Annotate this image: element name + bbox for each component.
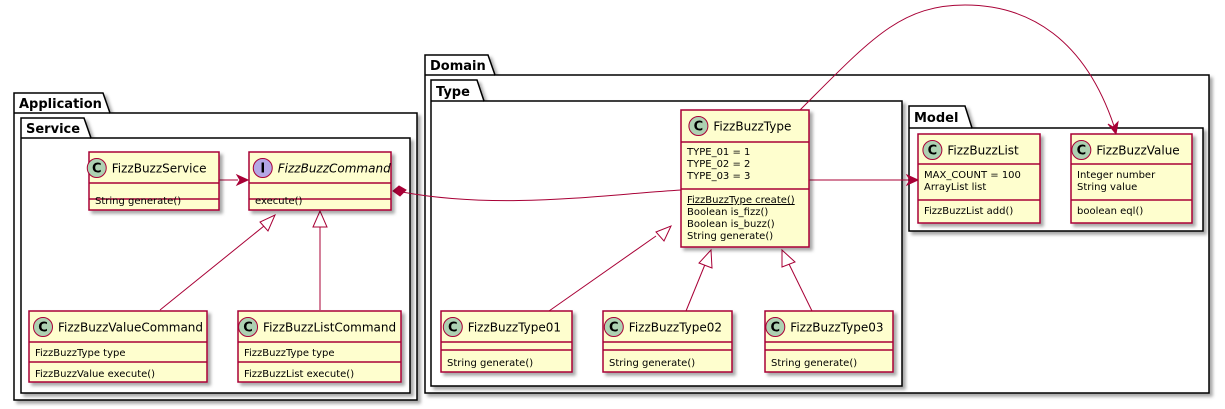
class-icon [603,317,624,337]
class-icon [442,317,463,337]
class-icon [922,140,943,160]
class-method: String generate() [609,358,695,369]
class-field: String value [1077,182,1137,193]
class-name: FizzBuzzType02 [629,321,722,335]
package-type-title: Type [436,85,470,100]
package-domain-title: Domain [430,59,486,74]
edge-type01-extends [548,235,657,312]
edge-type03-extends [787,261,813,312]
class-method: execute() [255,196,303,207]
class-method: Boolean is_fizz() [687,207,768,218]
composition-diamond [392,185,407,197]
class-method: FizzBuzzType create() [687,195,795,206]
class-name: FizzBuzzValueCommand [58,321,203,335]
class-fizzbuzz-command[interactable]: I FizzBuzzCommand execute() [248,151,392,211]
class-method: String generate() [95,196,181,207]
edges [159,4,1115,312]
edge-command-composition-type [401,189,682,202]
stereotype-letter: C [694,120,704,135]
class-name: FizzBuzzCommand [278,162,391,176]
class-name: FizzBuzzListCommand [263,321,396,335]
class-method: FizzBuzzList execute() [244,369,354,380]
arrow-head-type-value [1107,120,1119,136]
class-method: FizzBuzzValue execute() [35,369,155,380]
class-field: TYPE_03 = 3 [686,171,750,182]
class-icon [86,158,107,178]
realization-triangle-value [259,213,276,232]
stereotype-letter: C [92,162,102,177]
class-field: FizzBuzzType type [244,348,334,359]
class-field: Integer number [1077,170,1156,181]
arrow-head-type-list [905,173,920,187]
class-name: FizzBuzzType03 [790,321,883,335]
class-icon [238,317,259,337]
stereotype-letter: C [771,321,781,336]
class-field: ArrayList list [924,182,986,193]
package-application-title: Application [19,97,102,112]
stereotype-letter: C [38,321,48,336]
class-method: String generate() [771,358,857,369]
stereotype-letter: C [1077,144,1087,159]
class-name: FizzBuzzValue [1096,144,1179,158]
stereotype-letter: C [609,321,619,336]
arrow-head-service-command [235,173,250,187]
class-method: FizzBuzzList add() [924,206,1013,217]
package-model-title: Model [914,111,958,126]
class-name: FizzBuzzType01 [468,321,561,335]
stereotype-letter: C [448,321,458,336]
package-service-title: Service [26,122,80,137]
class-field: FizzBuzzType type [35,348,125,359]
edge-valuecommand-implements [159,225,265,311]
class-icon [688,116,709,136]
class-method: boolean eql() [1077,206,1143,217]
class-icon [33,317,53,337]
stereotype-letter: C [928,144,938,159]
stereotype-letter: C [243,321,253,336]
edge-type-to-value [799,4,1115,127]
stereotype-letter: I [260,162,265,177]
class-field: MAX_COUNT = 100 [924,170,1021,181]
class-icon [1071,140,1092,160]
generalization-triangle-01 [655,225,672,242]
generalization-triangle-02 [698,248,713,269]
class-method: String generate() [447,358,533,369]
class-field: TYPE_02 = 2 [686,159,750,170]
realization-triangle-list [312,209,328,228]
class-name: FizzBuzzType [713,120,791,134]
class-name: FizzBuzzList [947,144,1019,158]
class-name: FizzBuzzService [112,162,207,176]
generalization-triangle-03 [781,248,796,268]
class-method: Boolean is_buzz() [687,219,775,230]
edge-type02-extends [685,261,707,312]
class-method: String generate() [687,231,773,242]
class-field: TYPE_01 = 1 [686,147,750,158]
interface-icon [252,158,273,178]
class-icon [765,317,786,337]
